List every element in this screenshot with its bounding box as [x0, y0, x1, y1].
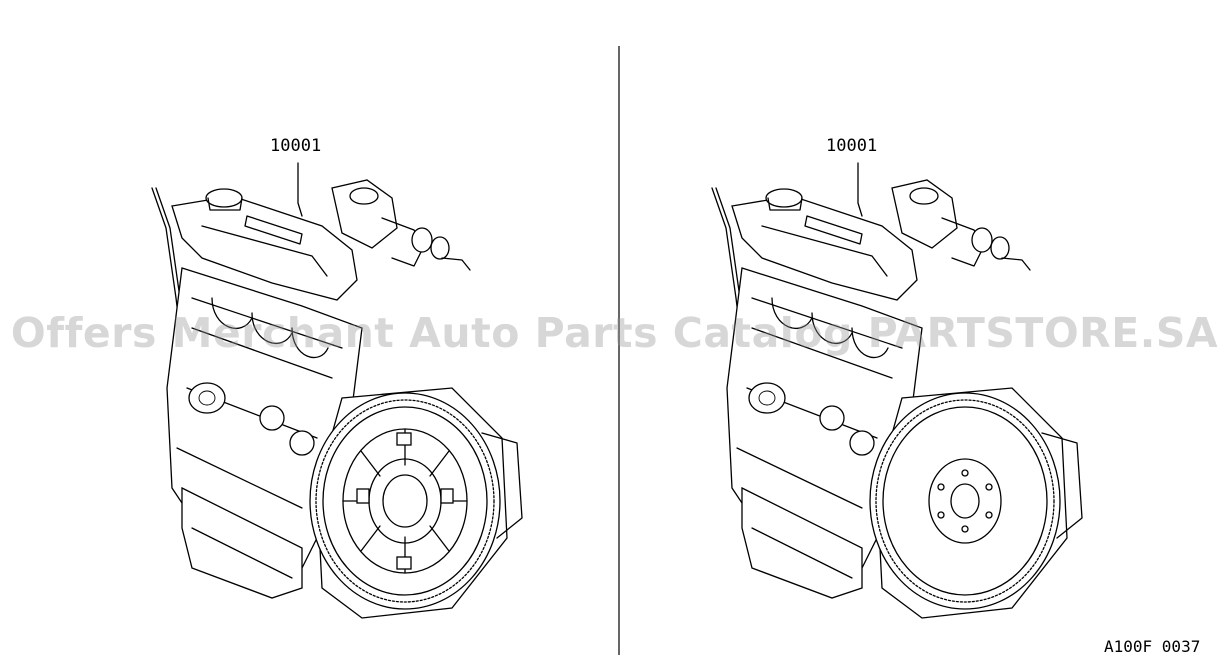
part-number-callout[interactable]: 10001: [826, 136, 878, 156]
part-number-callout[interactable]: 10001: [270, 136, 322, 156]
drawing-reference-code: A100F 0037: [1104, 637, 1201, 656]
watermark: Offers Merchant Auto Parts Catalog PARTS…: [10, 309, 1219, 357]
engine-with-clutch-drawing: [151, 162, 523, 619]
engine-with-flywheel-drawing: [711, 162, 1083, 619]
